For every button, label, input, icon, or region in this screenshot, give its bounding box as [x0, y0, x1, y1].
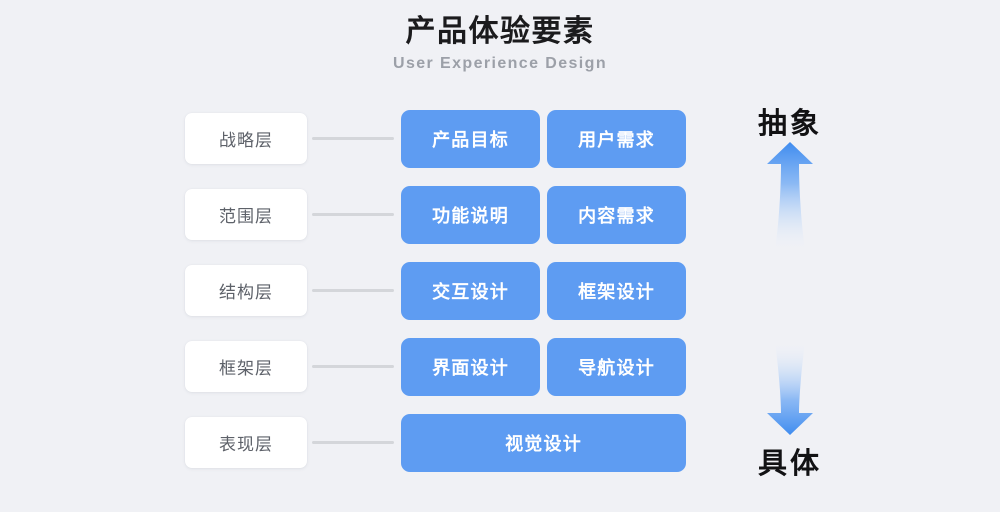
connector-line-5 — [312, 441, 394, 444]
layer-label-skeleton[interactable]: 框架层 — [185, 341, 307, 392]
connector-line-4 — [312, 365, 394, 368]
page-title: 产品体验要素 — [405, 15, 595, 48]
card-interaction-design[interactable]: 交互设计 — [401, 262, 540, 320]
card-user-needs[interactable]: 用户需求 — [547, 110, 686, 168]
layer-label-scope[interactable]: 范围层 — [185, 189, 307, 240]
layer-label-strategy[interactable]: 战略层 — [185, 113, 307, 164]
card-product-goal[interactable]: 产品目标 — [401, 110, 540, 168]
page-subtitle: User Experience Design — [393, 55, 607, 72]
card-framework-design[interactable]: 框架设计 — [547, 262, 686, 320]
layer-label-surface[interactable]: 表现层 — [185, 417, 307, 468]
connector-line-3 — [312, 289, 394, 292]
arrow-up-icon — [766, 142, 814, 250]
axis-label-abstract: 抽象 — [757, 108, 822, 140]
card-navigation-design[interactable]: 导航设计 — [547, 338, 686, 396]
connector-line-2 — [312, 213, 394, 216]
card-content-needs[interactable]: 内容需求 — [547, 186, 686, 244]
connector-line-1 — [312, 137, 394, 140]
axis-label-concrete: 具体 — [757, 448, 822, 480]
layer-label-structure[interactable]: 结构层 — [185, 265, 307, 316]
arrow-down-icon — [766, 343, 814, 435]
card-function-spec[interactable]: 功能说明 — [401, 186, 540, 244]
card-interface-design[interactable]: 界面设计 — [401, 338, 540, 396]
card-visual-design[interactable]: 视觉设计 — [401, 414, 686, 472]
header: 产品体验要素 User Experience Design — [0, 14, 1000, 75]
